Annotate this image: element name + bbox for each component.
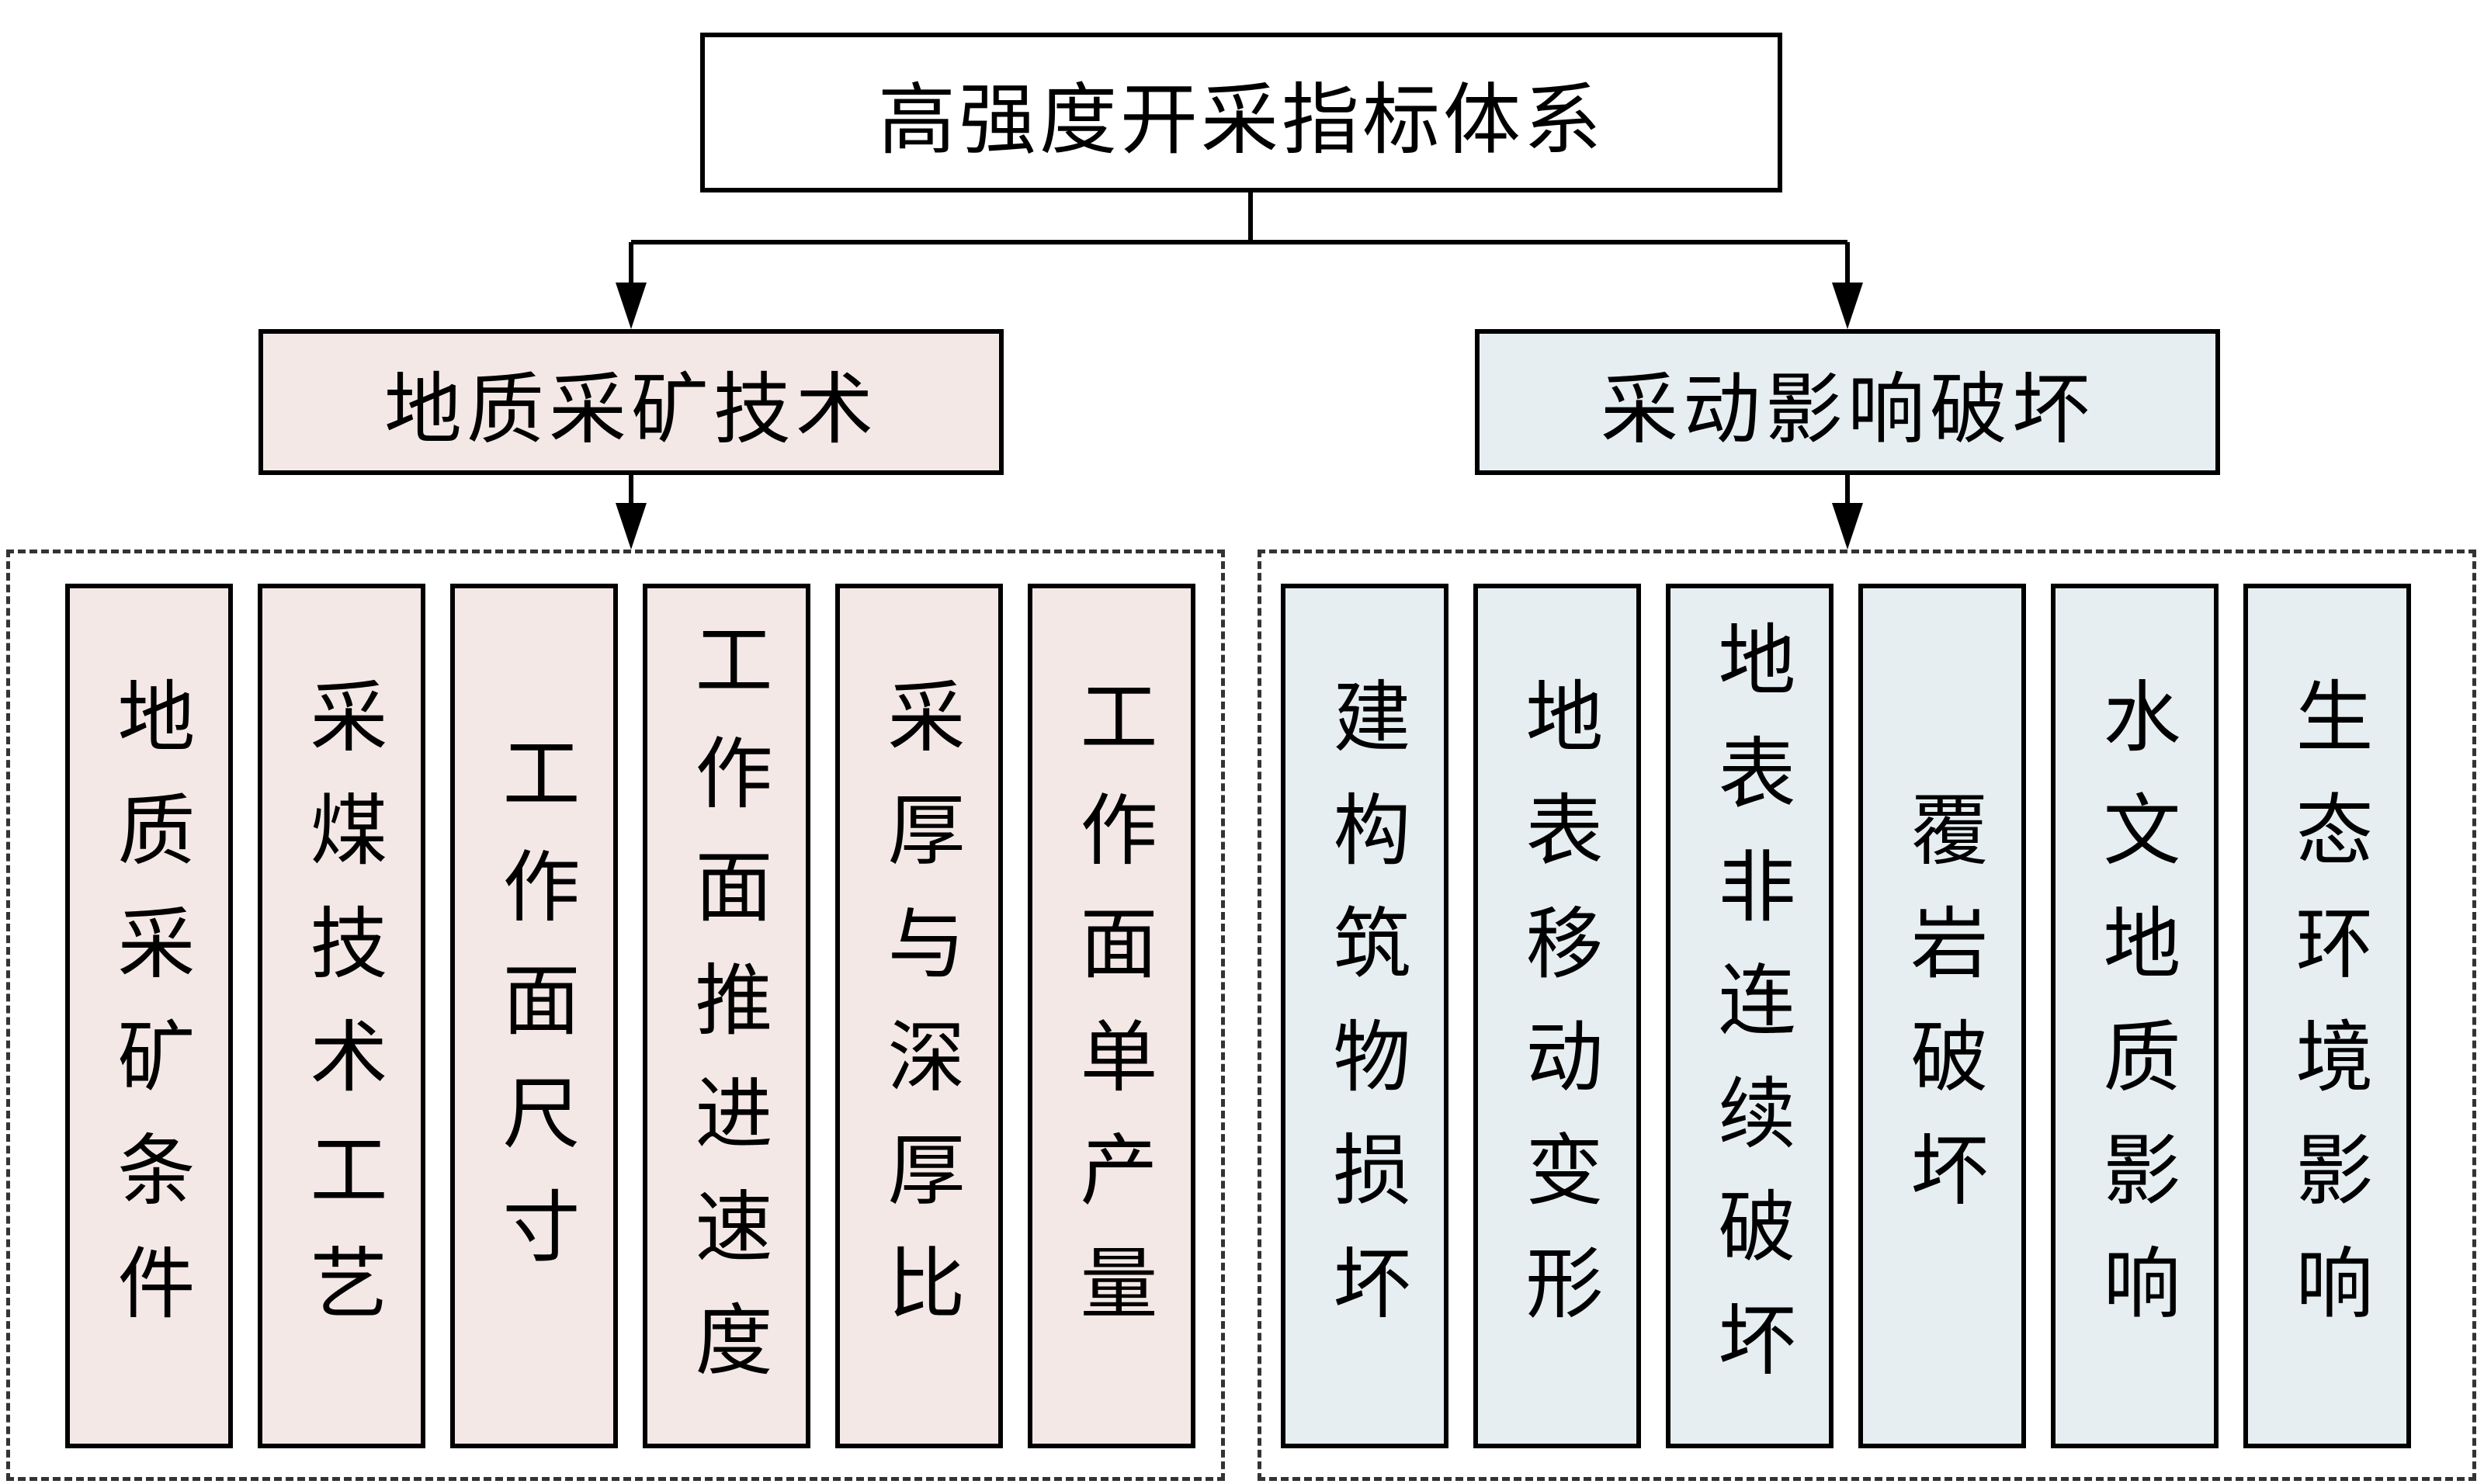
arrowhead-left-group: [616, 503, 647, 550]
indicator-label: 水文地质影响: [2090, 676, 2180, 1356]
indicator-thickness-depth-ratio: 采厚与深厚比: [835, 584, 1003, 1448]
indicator-label: 采厚与深厚比: [874, 676, 965, 1356]
root-label: 高强度开采指标体系: [878, 74, 1605, 165]
indicator-face-size: 工作面尺寸: [450, 584, 618, 1448]
indicator-building-damage: 建构筑物损坏: [1281, 584, 1448, 1448]
category-geology-mining: 地质采矿技术: [258, 329, 1004, 475]
root-node: 高强度开采指标体系: [700, 33, 1782, 192]
indicator-hydrogeology-impact: 水文地质影响: [2051, 584, 2219, 1448]
indicator-surface-deformation: 地表移动变形: [1473, 584, 1641, 1448]
indicator-mining-technique: 采煤技术工艺: [258, 584, 425, 1448]
arrowhead-right-group: [1832, 503, 1863, 550]
arrowhead-right-category: [1832, 283, 1863, 329]
indicator-label: 工作面推进速度: [682, 619, 772, 1413]
indicator-ecology-impact: 生态环境影响: [2243, 584, 2411, 1448]
indicator-label: 地表非连续破坏: [1705, 619, 1795, 1413]
indicator-overburden-failure: 覆岩破坏: [1858, 584, 2026, 1448]
category-left-label: 地质采矿技术: [384, 363, 878, 455]
indicator-face-output: 工作面单产量: [1028, 584, 1195, 1448]
arrowhead-left-category: [616, 283, 647, 329]
category-mining-impact: 采动影响破坏: [1475, 329, 2220, 475]
indicator-label: 地表移动变形: [1512, 676, 1603, 1356]
indicator-label: 采煤技术工艺: [297, 676, 387, 1356]
indicator-geology-conditions: 地质采矿条件: [65, 584, 233, 1448]
left-indicator-group: [6, 550, 1225, 1481]
category-right-label: 采动影响破坏: [1601, 363, 2094, 455]
right-indicator-group: [1258, 550, 2476, 1481]
indicator-label: 工作面尺寸: [489, 733, 580, 1299]
indicator-advance-speed: 工作面推进速度: [643, 584, 810, 1448]
indicator-label: 建构筑物损坏: [1320, 676, 1410, 1356]
indicator-label: 覆岩破坏: [1897, 789, 1988, 1243]
indicator-label: 地质采矿条件: [104, 676, 195, 1356]
indicator-label: 工作面单产量: [1067, 676, 1157, 1356]
indicator-surface-discontinuous-failure: 地表非连续破坏: [1666, 584, 1834, 1448]
indicator-label: 生态环境影响: [2282, 676, 2373, 1356]
